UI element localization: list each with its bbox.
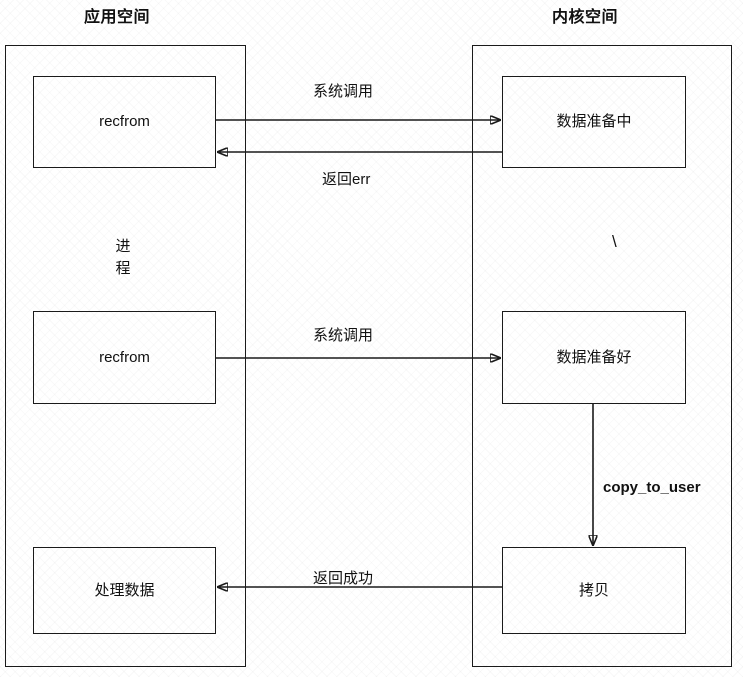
edge-label-copy-to-user: copy_to_user — [603, 479, 701, 496]
edge-label-return-success: 返回成功 — [313, 570, 374, 587]
node-kernel-copy[interactable]: 拷贝 — [502, 547, 686, 634]
node-kernel-data-ready[interactable]: 数据准备好 — [502, 311, 686, 404]
node-label: 数据准备中 — [556, 113, 632, 130]
lane-application-space — [5, 45, 246, 667]
node-label: 处理数据 — [94, 581, 155, 599]
process-label-line-2: 程 — [115, 260, 131, 277]
edge-label-syscall-1: 系统调用 — [313, 83, 374, 100]
process-label: 进 程 — [113, 236, 133, 280]
node-app-recfrom-1[interactable]: recfrom — [33, 76, 216, 168]
lane-title-application-space: 应用空间 — [84, 9, 151, 26]
process-label-line-1: 进 — [115, 238, 131, 255]
stray-backslash-glyph: \ — [612, 232, 617, 251]
node-label: 拷贝 — [578, 581, 609, 599]
node-app-process-data[interactable]: 处理数据 — [33, 547, 216, 634]
edge-label-return-err: 返回err — [322, 171, 371, 188]
lane-kernel-space — [472, 45, 732, 667]
node-label: 数据准备好 — [556, 348, 632, 366]
node-kernel-data-preparing[interactable]: 数据准备中 — [502, 76, 686, 168]
node-label: recfrom — [99, 113, 150, 130]
node-app-recfrom-2[interactable]: recfrom — [33, 311, 216, 404]
edge-label-syscall-2: 系统调用 — [313, 327, 374, 344]
node-label: recfrom — [99, 348, 150, 366]
lane-title-kernel-space: 内核空间 — [552, 9, 619, 26]
